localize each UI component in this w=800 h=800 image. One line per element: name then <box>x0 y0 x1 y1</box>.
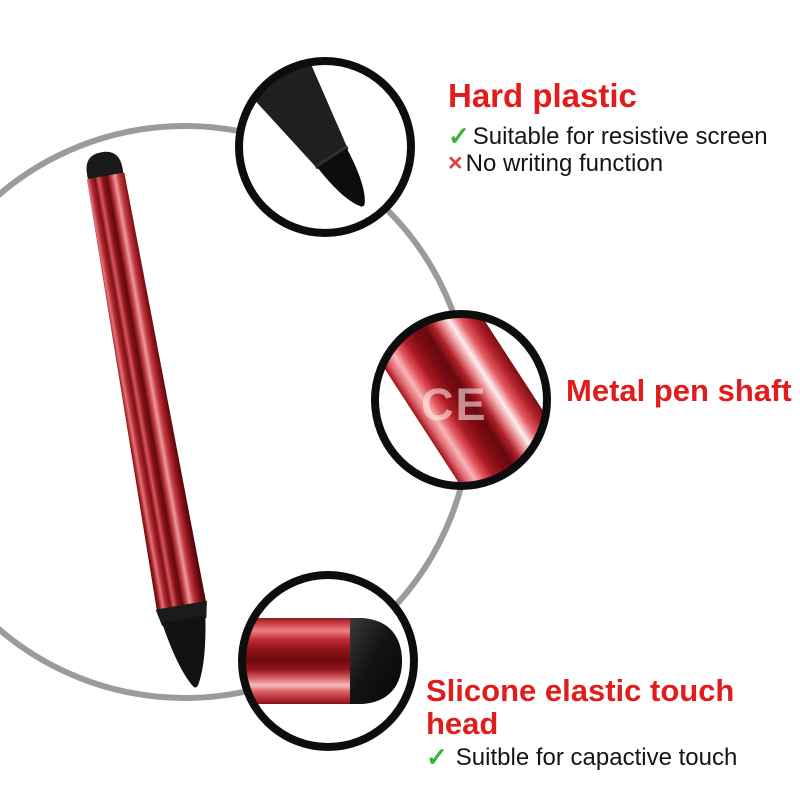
callout-title: Metal pen shaft <box>566 373 792 408</box>
callout-hard-plastic: Hard plastic ✓ Suitable for resistive sc… <box>448 78 768 177</box>
magnified-tip-seam <box>314 145 349 170</box>
feature-row: ✓ Suitable for resistive screen <box>448 123 768 150</box>
magnifier-touch-head <box>238 571 418 751</box>
magnifier-ring <box>238 571 418 751</box>
callout-touch-head: Slicone elastic touch head ✓ Suitble for… <box>426 674 800 771</box>
magnifier-hard-plastic <box>235 57 415 237</box>
magnified-rubber-dome <box>350 618 402 704</box>
magnifier-ring <box>371 310 551 490</box>
watermark: CE <box>421 379 488 430</box>
cross-icon: × <box>448 148 463 177</box>
feature-row: × No writing function <box>448 150 768 177</box>
callout-title: Slicone elastic touch head <box>426 673 735 742</box>
feature-text: No writing function <box>465 149 664 177</box>
magnified-tip-point <box>317 148 365 207</box>
magnified-tip-body <box>242 64 349 170</box>
pen-shaft <box>86 172 207 612</box>
magnified-shaft-end <box>245 618 352 704</box>
pen-hard-tip <box>162 615 206 688</box>
magnifier-ring <box>235 57 415 237</box>
feature-text: Suitable for resistive screen <box>472 122 768 150</box>
feature-text: Suitble for capactive touch <box>455 743 738 771</box>
check-icon: ✓ <box>426 741 448 772</box>
check-icon: ✓ <box>448 120 470 151</box>
callout-metal-shaft: Metal pen shaft <box>566 373 792 408</box>
stylus-pen <box>86 151 207 688</box>
feature-row: ✓ Suitble for capactive touch <box>426 744 800 771</box>
magnifier-metal-shaft <box>371 310 551 490</box>
callout-title: Hard plastic <box>448 77 637 114</box>
